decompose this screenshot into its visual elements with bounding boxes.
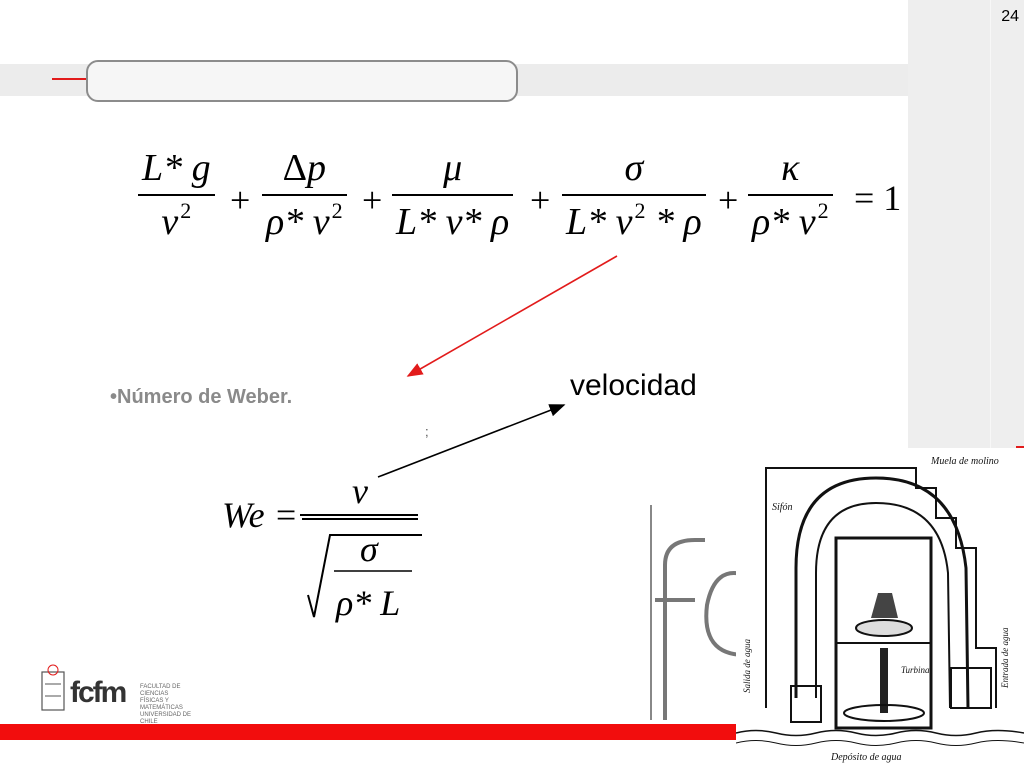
black-arrow (377, 404, 566, 478)
fraction-term-2: Δp ρ* v2 (262, 146, 347, 244)
equals-one: = 1 (854, 178, 902, 218)
fraction-bar (262, 194, 347, 196)
weber-radical (300, 514, 422, 618)
plus-operator: + (230, 180, 251, 220)
term-2-numerator: Δp (282, 147, 327, 189)
fcfm-watermark (650, 505, 746, 720)
svg-text:Sifón: Sifón (772, 502, 793, 513)
right-panel-divider (990, 0, 991, 448)
fcfm-wordmark: fcfm (70, 676, 127, 709)
term-1-denominator: v2 (161, 197, 192, 243)
fraction-term-5: κ ρ* v2 (748, 146, 833, 244)
weber-numerator: v (352, 471, 368, 511)
title-accent-line (52, 78, 86, 80)
term-4-denominator: L* v2 * ρ (566, 197, 702, 243)
fraction-term-1: L* g v2 (138, 146, 215, 244)
term-5-numerator: κ (781, 147, 800, 189)
velocidad-label: velocidad (570, 369, 697, 402)
red-tick-mark (1016, 446, 1024, 448)
svg-text:Depósito de agua: Depósito de agua (830, 752, 902, 763)
weber-inner-numerator: σ (360, 529, 378, 569)
plus-operator: + (718, 180, 739, 220)
water-mill-drawing: Muela de molino Sifón Turbina Salida de … (735, 456, 1024, 763)
weber-inner-denominator: ρ* L (336, 583, 401, 623)
term-3-numerator: μ (443, 147, 463, 189)
svg-text:Salida de agua: Salida de agua (742, 639, 752, 693)
stray-semicolon: ; (425, 424, 429, 439)
plus-operator: + (362, 180, 383, 220)
page-number: 24 (1001, 8, 1019, 25)
term-5-denominator: ρ* v2 (752, 197, 829, 243)
plus-operator: + (530, 180, 551, 220)
right-panel (908, 0, 1024, 448)
logo-caption: FACULTAD DE CIENCIAS FÍSICAS Y MATEMÁTIC… (140, 684, 192, 725)
fraction-term-3: μ L* v* ρ (392, 146, 514, 244)
svg-text:Muela de molino: Muela de molino (930, 456, 999, 467)
term-4-numerator: σ (624, 147, 644, 189)
fraction-bar (392, 194, 514, 196)
water-mill-illustration: Muela de molino Sifón Turbina Salida de … (735, 448, 1024, 768)
fcfm-logo: fcfm FACULTAD DE CIENCIAS FÍSICAS Y MATE… (40, 662, 210, 725)
title-box (86, 60, 518, 102)
fraction-bar (748, 194, 833, 196)
svg-text:Entrada de agua: Entrada de agua (1000, 627, 1010, 689)
svg-text:Turbina: Turbina (901, 665, 930, 675)
footer-red-bar (0, 724, 736, 740)
weber-bullet: •Número de Weber. (110, 386, 293, 408)
term-3-denominator: L* v* ρ (396, 201, 510, 243)
term-1-numerator: L* g (142, 147, 211, 189)
university-seal-icon (41, 664, 65, 711)
fraction-bar (138, 194, 215, 196)
red-arrow (406, 255, 618, 377)
term-2-denominator: ρ* v2 (266, 197, 343, 243)
fraction-term-4: σ L* v2 * ρ (562, 146, 706, 244)
fraction-bar (562, 194, 706, 196)
weber-lhs: We = (222, 495, 298, 535)
